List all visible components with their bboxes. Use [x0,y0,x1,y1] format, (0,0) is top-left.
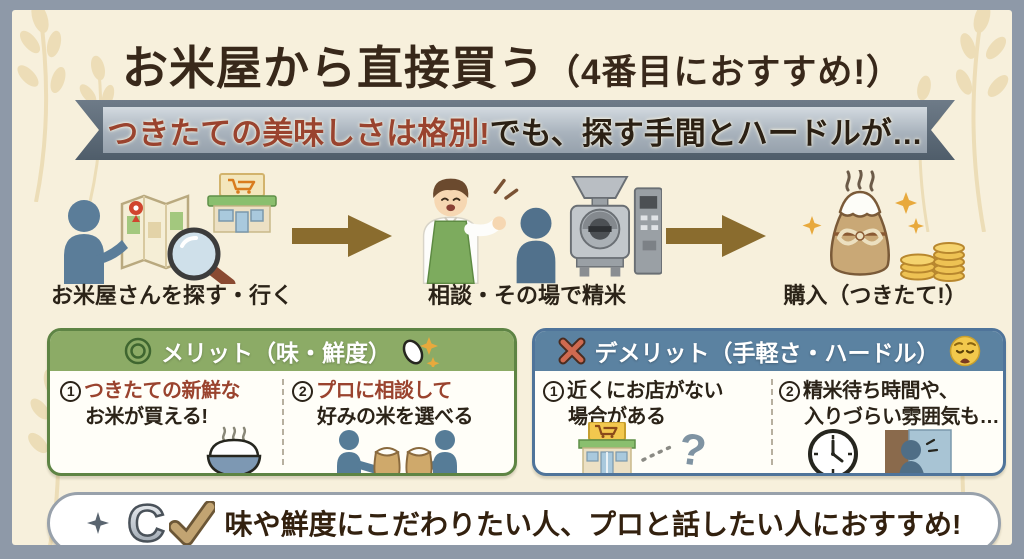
rice-mill-icon [569,176,662,277]
demerit-title: デメリット（手軽さ・ハードル） [594,340,940,366]
speech-accent-icon [493,178,519,200]
flow-arrow-1 [292,215,392,257]
missing-shop-icon: ? [578,422,709,476]
step3-label: 購入（つきたて!） [783,283,967,308]
demerit-item-2-number: 2 [779,380,800,402]
merit-item-2-line2: 好みの米を選べる [317,406,474,428]
step2-label: 相談・その場で精米 [427,283,626,308]
cross-icon [558,337,585,365]
flow-arrow-2 [666,215,766,257]
shop-icon [207,173,277,233]
merit-header: メリット（味・鮮度） [50,331,514,371]
subtitle-ribbon: つきたての美味しさは格別! でも、探す手間とハードルが… [75,100,955,160]
shopkeeper-icon [422,178,506,284]
page-title-note: （4番目におすすめ!） [544,53,903,92]
steam-icon [845,170,875,192]
merit-item-1-line1: つきたての新鮮な [84,380,241,402]
merit-title: メリット（味・鮮度） [161,340,391,366]
clock-icon [808,429,858,473]
rank-c-badge: C [126,495,166,545]
waiting-icon [808,429,952,473]
step1-label: お米屋さんを探す・行く [50,283,293,308]
subtitle-highlight: つきたての美味しさは格別! [107,115,490,151]
subtitle-ribbon-inner: つきたての美味しさは格別! でも、探す手間とハードルが… [103,107,927,153]
sparkle-icon [86,512,109,534]
weary-face-icon [949,335,980,367]
subtitle-rest: でも、探す手間とハードルが… [489,115,923,151]
rice-bag-icon [830,190,890,276]
customer-icon [516,207,556,284]
merit-item-2-number: 2 [292,380,313,402]
merit-item-1-line2: お米が買える! [85,406,208,428]
rice-bowl-icon [206,426,262,473]
coins-icon [900,242,965,282]
merit-item-2-line1: プロに相談して [316,380,452,402]
merit-item-1-number: 1 [60,380,81,402]
page-title: お米屋から直接買う（4番目におすすめ!） [12,32,1012,98]
magnifier-icon [167,227,236,284]
step3-illustration [802,170,965,282]
hesitant-person-icon [885,429,952,473]
people-with-rice-bags-icon [337,430,457,473]
page-title-main: お米屋から直接買う [121,42,545,94]
rank-c-letter: C [127,495,165,545]
recommendation-text: 味や鮮度にこだわりたい人、プロと話したい人におすすめ! [224,509,962,540]
demerit-item-2-line1: 精米待ち時間や、 [803,380,959,402]
demerit-item-1-number: 1 [543,380,564,402]
rice-grain-icon [402,337,440,367]
step1-illustration [64,173,277,284]
shop-small-icon [578,422,636,473]
demerit-header: デメリット（手軽さ・ハードル） [535,331,1003,371]
double-circle-icon [124,337,152,365]
demerit-item-2-line2: 入りづらい雰囲気も… [804,406,1000,428]
sparkle-icon [802,192,924,235]
demerit-divider [771,379,773,465]
person-icon [64,200,128,284]
step2-illustration [422,176,662,284]
checkmark-icon [168,501,215,545]
merit-divider [282,379,284,465]
recommendation-banner: C 味や鮮度にこだわりたい人、プロと話したい人におすすめ! [47,492,1001,545]
content-panel: お米屋から直接買う（4番目におすすめ!） つきたての美味しさは格別! でも、探す… [12,10,1012,545]
svg-text:?: ? [676,424,709,476]
demerit-item-1-line1: 近くにお店がない [567,380,724,402]
